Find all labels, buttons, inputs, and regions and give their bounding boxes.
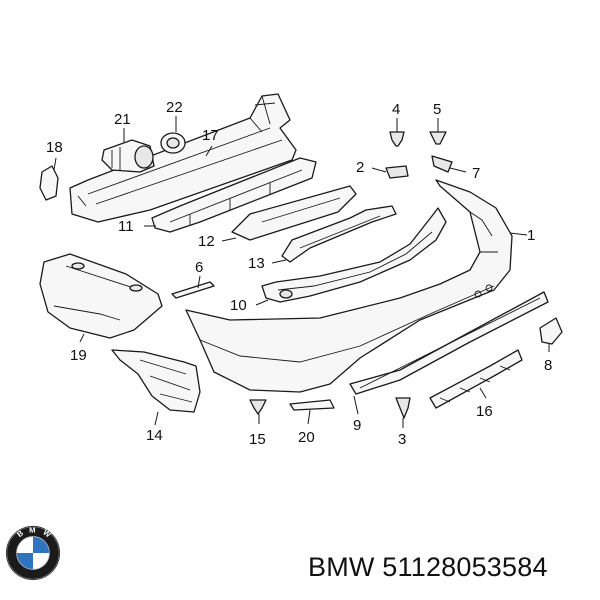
- part-9-lower-trim[interactable]: [349, 291, 549, 395]
- part-12-insert[interactable]: [231, 185, 357, 241]
- svg-text:W: W: [41, 528, 53, 540]
- callout-22: 22: [166, 99, 183, 116]
- callout-10: 10: [230, 297, 247, 314]
- callout-15: 15: [249, 431, 266, 448]
- part-4-clip[interactable]: [389, 131, 405, 147]
- part-20-reflector[interactable]: [289, 399, 335, 411]
- part-11-absorber[interactable]: [151, 157, 317, 233]
- part-6-trim-strip[interactable]: [171, 281, 215, 299]
- callout-13: 13: [248, 255, 265, 272]
- part-5-clip[interactable]: [429, 131, 447, 145]
- part-10-diffuser[interactable]: [261, 207, 447, 303]
- callout-20: 20: [298, 429, 315, 446]
- part-18-cover[interactable]: [39, 165, 59, 201]
- part-22-ring[interactable]: [160, 132, 186, 154]
- callout-4: 4: [392, 101, 400, 118]
- part-14-bracket[interactable]: [111, 349, 201, 413]
- callout-5: 5: [433, 101, 441, 118]
- part-21-bracket[interactable]: [101, 139, 155, 173]
- part-17-bumper-beam[interactable]: [69, 93, 297, 223]
- part-caption: BMW 51128053584: [308, 552, 548, 583]
- callout-2: 2: [356, 159, 364, 176]
- callout-1: 1: [527, 227, 535, 244]
- callout-numbers: 1 2 3 4 5 6 7 8 9 10 11 12 13 14 15 16 1…: [46, 99, 552, 448]
- part-8-tow-cover[interactable]: [539, 317, 563, 345]
- callout-12: 12: [198, 233, 215, 250]
- brand-name: BMW: [308, 552, 375, 582]
- callout-11: 11: [118, 218, 134, 235]
- leader-lines: [53, 116, 550, 428]
- part-1-bumper-cover[interactable]: [185, 179, 513, 393]
- callout-17: 17: [202, 127, 219, 144]
- callout-7: 7: [472, 165, 480, 182]
- bmw-logo-icon: B M W: [5, 526, 61, 581]
- part-7-bracket[interactable]: [431, 155, 453, 173]
- part-number: 51128053584: [382, 552, 548, 582]
- callout-9: 9: [353, 417, 361, 434]
- svg-text:B: B: [15, 528, 25, 539]
- part-16-insert[interactable]: [429, 349, 523, 409]
- callout-21: 21: [114, 111, 131, 128]
- part-2-clip[interactable]: [385, 165, 409, 179]
- callout-19: 19: [70, 347, 87, 364]
- callout-3: 3: [398, 431, 406, 448]
- callout-18: 18: [46, 139, 63, 156]
- svg-text:M: M: [29, 526, 35, 535]
- callout-16: 16: [476, 403, 493, 420]
- callout-8: 8: [544, 357, 552, 374]
- part-13-support[interactable]: [281, 205, 397, 263]
- part-15-clip[interactable]: [249, 399, 267, 415]
- callout-6: 6: [195, 259, 203, 276]
- callout-14: 14: [146, 427, 163, 444]
- part-19-side-panel[interactable]: [39, 253, 163, 339]
- part-3-clip[interactable]: [395, 397, 411, 419]
